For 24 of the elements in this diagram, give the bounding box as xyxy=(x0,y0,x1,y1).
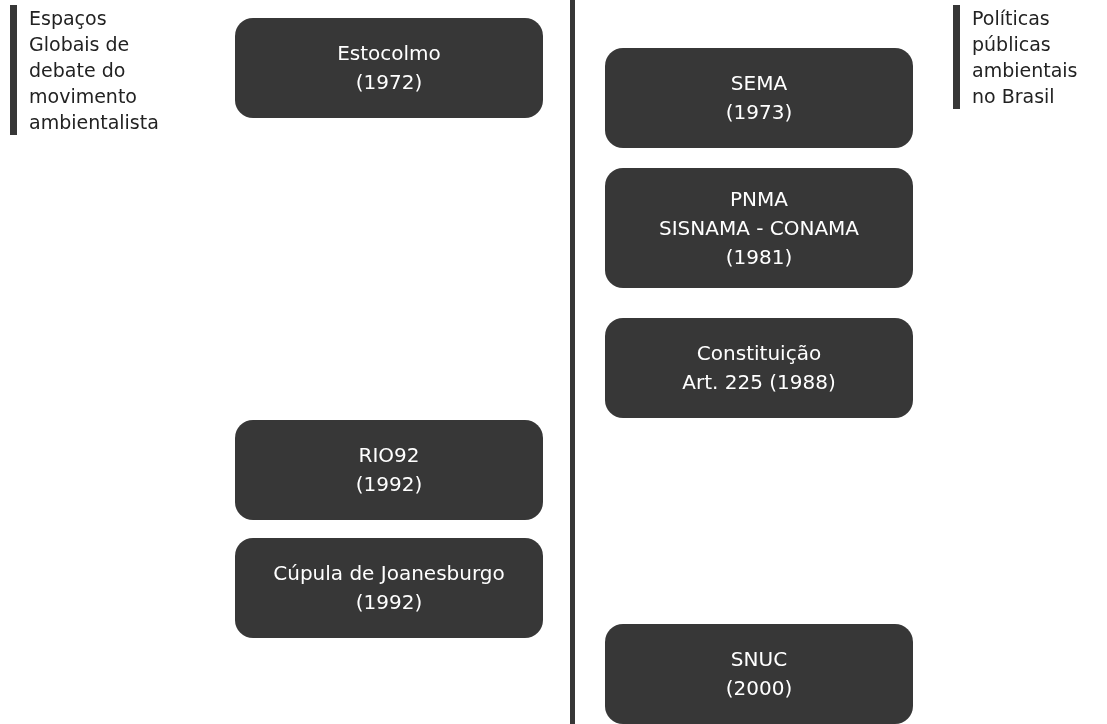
column-heading: Políticas públicas ambientais no Brasil xyxy=(953,5,1107,109)
event-title: RIO92 xyxy=(358,442,420,469)
event-title: SNUC xyxy=(730,646,788,673)
event-detail: (1973) xyxy=(725,99,793,126)
event-box xyxy=(605,48,913,148)
event-box xyxy=(605,624,913,724)
event-box xyxy=(605,168,913,288)
event-title: Estocolmo xyxy=(337,40,441,67)
event-box xyxy=(235,18,543,118)
event-title: PNMA xyxy=(730,185,788,213)
event-title: SEMA xyxy=(730,70,788,97)
event-box xyxy=(605,318,913,418)
event-detail: (1972) xyxy=(355,69,423,96)
event-detail: (1981) xyxy=(725,243,793,271)
event-box xyxy=(235,538,543,638)
event-detail: Art. 225 (1988) xyxy=(682,369,836,396)
event-title: Cúpula de Joanesburgo xyxy=(273,560,505,587)
event-title: Constituição xyxy=(696,340,822,367)
event-detail: (1992) xyxy=(355,471,423,498)
column-heading: Espaços Globais de debate do movimento ambientalista xyxy=(10,5,179,135)
event-detail: SISNAMA - CONAMA xyxy=(658,214,860,242)
event-box xyxy=(235,420,543,520)
event-detail: (1992) xyxy=(355,589,423,616)
event-detail: (2000) xyxy=(725,675,793,702)
